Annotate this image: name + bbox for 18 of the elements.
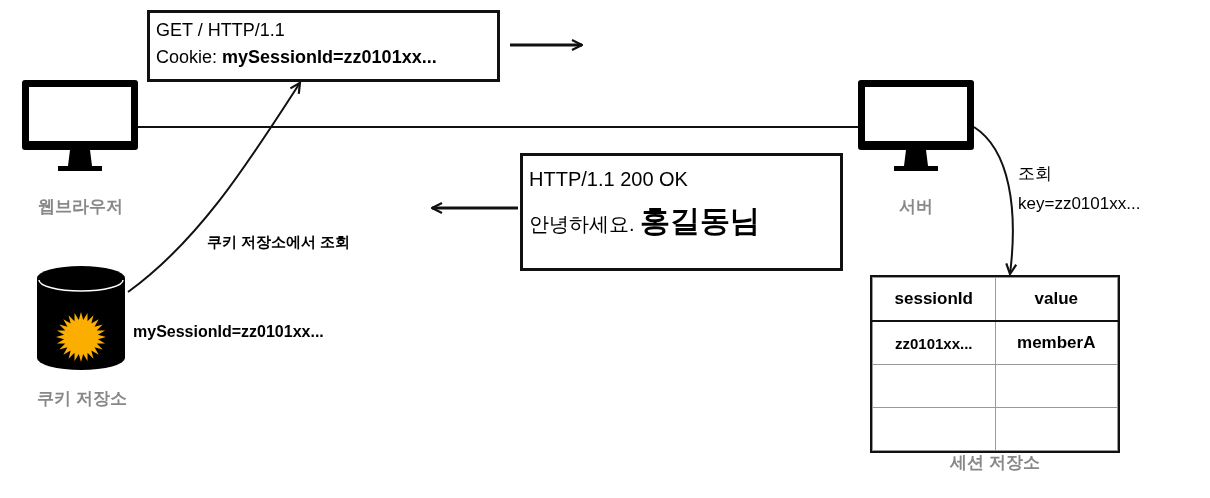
message-text: Cookie: mySessionId=zz0101xx... xyxy=(156,46,438,69)
message-text: HTTP/1.1 200 OK xyxy=(529,167,689,192)
table-caption: 세션 저장소 xyxy=(949,452,1041,474)
message-box xyxy=(520,153,843,271)
table-cell: memberA xyxy=(995,321,1118,365)
message-box xyxy=(147,10,500,82)
header-cell: value xyxy=(995,277,1118,321)
table-cell: zz0101xx... xyxy=(872,321,995,365)
node-caption: 서버 xyxy=(898,196,934,218)
node-caption: 웹브라우저 xyxy=(36,196,124,218)
arrow xyxy=(127,81,302,293)
message-text: 안녕하세요. 홍길동님 xyxy=(529,207,762,238)
connector-line xyxy=(137,126,859,128)
header-cell: sessionId xyxy=(872,277,995,321)
cookie-value-text: mySessionId=zz0101xx... xyxy=(133,323,324,341)
arrow xyxy=(973,126,1018,276)
node-caption: 쿠키 저장소 xyxy=(36,388,128,410)
message-text: GET / HTTP/1.1 xyxy=(156,19,286,42)
